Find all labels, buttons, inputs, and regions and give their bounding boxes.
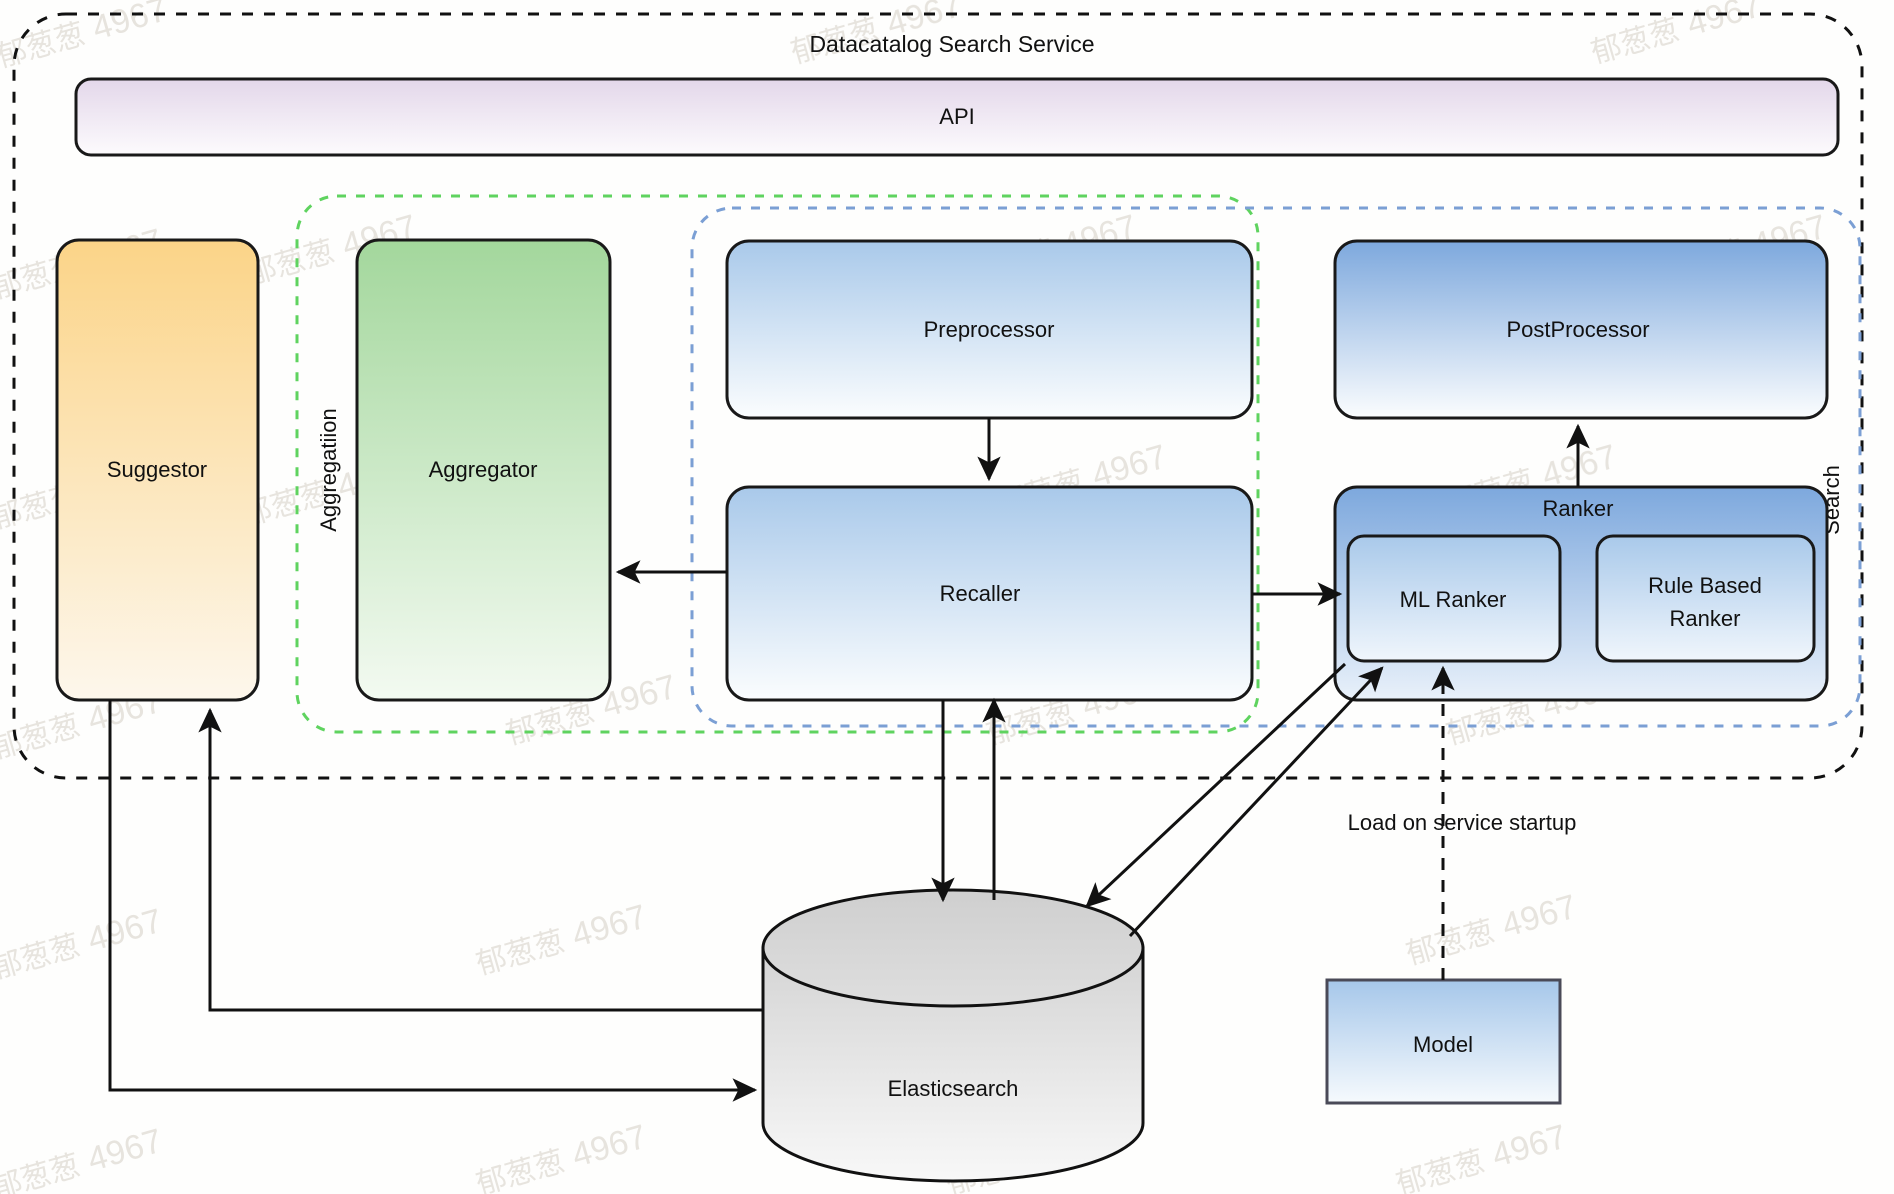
edge-layer	[108, 418, 1590, 1102]
watermark-number: 4967	[568, 1118, 651, 1175]
watermark-text: 郁葱葱	[1403, 915, 1499, 972]
watermark-number: 4967	[88, 0, 171, 48]
watermark-text: 郁葱葱	[1443, 695, 1539, 752]
suggestor-label: Suggestor	[107, 457, 207, 482]
watermark-text: 郁葱葱	[983, 695, 1079, 752]
node-rule-based-ranker[interactable]	[1595, 534, 1816, 663]
edge-elasticsearch-to-ml-ranker	[1128, 666, 1384, 938]
api-label: API	[939, 104, 974, 129]
node-suggestor[interactable]	[55, 238, 260, 702]
node-postprocessor[interactable]	[1333, 239, 1829, 420]
watermark-text: 郁葱葱	[0, 1149, 84, 1194]
watermark-text: 郁葱葱	[0, 929, 84, 986]
watermark-text: 郁葱葱	[1393, 1145, 1489, 1194]
page-title: Datacatalog Search Service	[809, 31, 1094, 57]
watermark-number: 4967	[83, 902, 166, 959]
elasticsearch-label: Elasticsearch	[888, 1076, 1019, 1101]
edge-elasticsearch-to-suggestor	[198, 707, 763, 1012]
cylinder-top	[761, 888, 1145, 1008]
model-label: Model	[1413, 1032, 1473, 1057]
watermark-number: 4967	[1488, 1118, 1571, 1175]
node-model[interactable]	[1325, 978, 1562, 1105]
ml-ranker-label: ML Ranker	[1400, 587, 1507, 612]
watermark-text: 郁葱葱	[503, 695, 599, 752]
edge-load-on-startup: Load on service startup	[1348, 665, 1577, 980]
cylinder-body	[761, 946, 1145, 1183]
preprocessor-label: Preprocessor	[924, 317, 1055, 342]
watermark-number: 4967	[1683, 0, 1766, 44]
ranker-label: Ranker	[1543, 496, 1614, 521]
aggregator-label: Aggregator	[429, 457, 538, 482]
recaller-label: Recaller	[940, 581, 1021, 606]
watermark-number: 4967	[568, 898, 651, 955]
aggregation-group-boundary	[295, 194, 1260, 734]
watermark-number: 4967	[83, 1122, 166, 1179]
service-boundary	[12, 12, 1864, 780]
search-group-boundary	[690, 206, 1862, 728]
node-elasticsearch[interactable]: Elasticsearch	[761, 888, 1145, 1183]
watermark-number: 4967	[1498, 888, 1581, 945]
load-on-startup-label: Load on service startup	[1348, 810, 1577, 835]
edge-ml-ranker-to-elasticsearch	[1085, 662, 1347, 908]
rule-based-ranker-label-line1: Rule Based	[1648, 573, 1762, 598]
edge-suggestor-to-elasticsearch	[108, 700, 758, 1102]
postprocessor-label: PostProcessor	[1506, 317, 1649, 342]
watermark-text: 郁葱葱	[0, 18, 89, 75]
watermark-text: 郁葱葱	[1588, 14, 1684, 71]
aggregation-group-label: Aggregatiion	[316, 408, 341, 532]
rule-based-ranker-label-line2: Ranker	[1670, 606, 1741, 631]
watermark-text: 郁葱葱	[473, 925, 569, 982]
node-aggregator[interactable]	[355, 238, 612, 702]
node-ml-ranker[interactable]	[1346, 534, 1562, 663]
api-box[interactable]	[74, 77, 1840, 157]
watermark-text: 郁葱葱	[473, 1145, 569, 1194]
